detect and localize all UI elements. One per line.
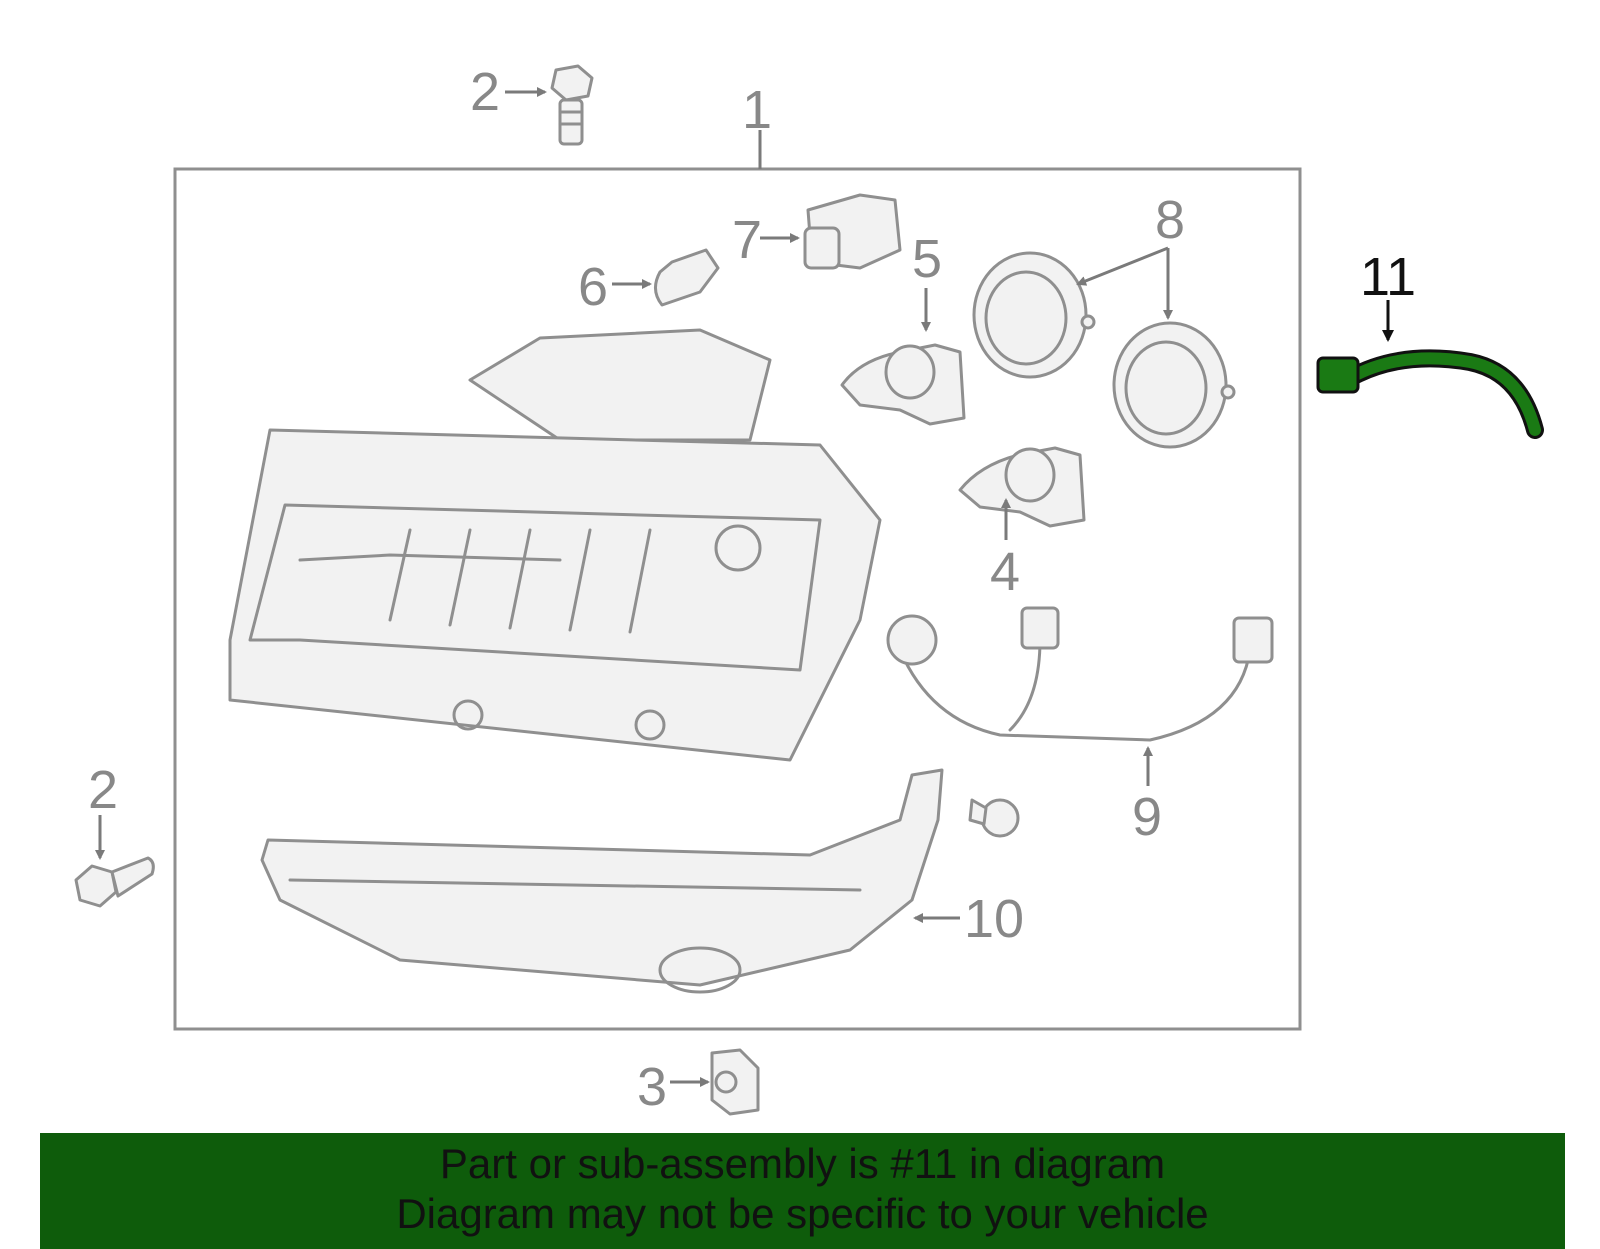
bulb-seal-right <box>1112 321 1236 449</box>
halogen-bulb-lower <box>958 446 1086 528</box>
small-bulb <box>654 248 720 307</box>
callout-4: 4 <box>990 542 1020 602</box>
callout-8-leader-a <box>1076 246 1169 286</box>
push-pin <box>968 798 1020 838</box>
callout-6: 6 <box>578 257 608 317</box>
banner-line-disclaimer: Diagram may not be specific to your vehi… <box>396 1190 1209 1237</box>
bolt-left <box>74 856 155 908</box>
callout-5: 5 <box>912 229 942 289</box>
bulb-socket <box>803 193 902 270</box>
callout-8: 8 <box>1155 190 1185 250</box>
callout-3: 3 <box>637 1057 667 1117</box>
callout-9: 9 <box>1132 787 1162 847</box>
callout-2-left: 2 <box>88 760 118 820</box>
lower-bracket <box>260 768 944 994</box>
callout-10: 10 <box>964 889 1024 949</box>
clip-part <box>710 1048 760 1116</box>
callout-2-top: 2 <box>470 62 500 122</box>
bolt-top <box>550 64 594 146</box>
callout-7: 7 <box>732 210 762 270</box>
callout-1: 1 <box>742 80 772 140</box>
bulb-seal-left <box>972 251 1096 379</box>
headlamp-assembly <box>228 328 882 762</box>
pigtail-harness-highlighted <box>1316 349 1544 439</box>
wiring-harness <box>886 606 1274 742</box>
part-info-banner: Part or sub-assembly is #11 in diagram D… <box>40 1133 1565 1249</box>
callout-11: 11 <box>1360 247 1416 307</box>
banner-line-part: Part or sub-assembly is #11 in diagram <box>439 1140 1166 1187</box>
assembly-frame <box>173 167 1302 1031</box>
halogen-bulb-upper <box>840 343 966 426</box>
